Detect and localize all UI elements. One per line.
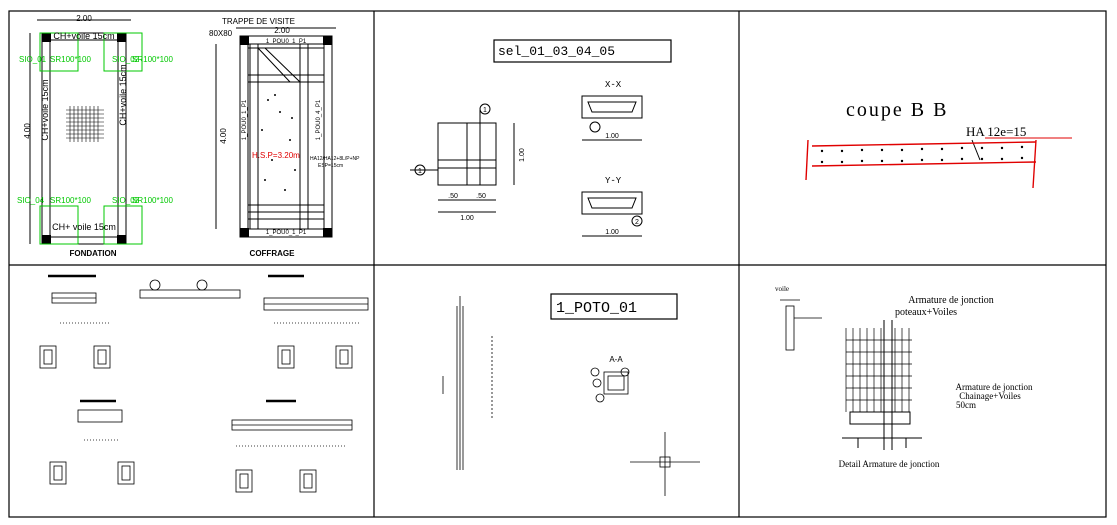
voile-label: voile <box>775 285 789 293</box>
panel-poteau: 1_POTO_01 A-A <box>442 293 700 496</box>
poutre-top: 1_POU0_1_P1 <box>266 39 307 45</box>
fondation-plan <box>29 19 131 245</box>
trappe-size: 80X80 <box>209 29 233 38</box>
section-xx-drawing <box>581 95 643 141</box>
label-fondation: FONDATION <box>70 249 117 258</box>
marker-1: 1 <box>483 107 487 114</box>
dim-top-right: 2.00 <box>274 26 290 35</box>
armature-caption: Detail Armature de jonction <box>839 459 940 469</box>
poteau-section-drawing <box>590 367 630 403</box>
dim-top-left: 2.00 <box>76 14 92 23</box>
note-2: Chainage+Voiles <box>959 391 1021 401</box>
semelle-plan <box>410 103 515 213</box>
coupe-slab <box>811 141 1037 167</box>
dim-half-a: .50 <box>448 193 458 200</box>
coffrage-plan <box>215 27 336 238</box>
coupe-rebar: HA 12e=15 <box>966 124 1026 139</box>
central-mesh <box>66 106 104 142</box>
dim-height: 1.00 <box>519 148 526 162</box>
ha-note-1: HA12/HA12+8L/P+NP <box>310 156 360 162</box>
ch-voile-top: CH+voile 15cm <box>53 31 114 41</box>
poteau-title: 1_POTO_01 <box>556 300 637 317</box>
dim-side-left: 4.00 <box>23 123 32 139</box>
poteau-section: A-A <box>609 355 623 364</box>
voile-detail <box>780 299 822 351</box>
note-3: 50cm <box>956 400 976 410</box>
dim-side-right: 4.00 <box>219 128 228 144</box>
dim-half-b: .50 <box>476 193 486 200</box>
poutre-left: 1_POU0_1_P1 <box>242 99 248 140</box>
hsp-label: H.S.P=3.20m <box>252 151 300 160</box>
sio-bl-sr: SR100*100 <box>50 196 91 205</box>
panel-beam-details <box>39 274 369 493</box>
ch-voile-left: CH+voile 15cm <box>40 79 50 140</box>
jonction-grid <box>845 328 912 412</box>
poutre-bottom: 1_POU0_1_P1 <box>266 230 307 236</box>
armature-title-2: poteaux+Voiles <box>895 307 957 318</box>
sio-bl: SIO_04 <box>17 196 45 205</box>
poteau-elevation <box>442 296 700 496</box>
dim-yy: 1.00 <box>605 229 619 236</box>
coupe-title: coupe B B <box>846 99 948 121</box>
sheet-grid <box>8 10 1107 518</box>
panel-fondation-coffrage: 2.00 CH+voile 15cm CH+ voile 15cm CH+voi… <box>17 14 360 258</box>
sio-squares <box>39 32 143 245</box>
dim-width: 1.00 <box>460 215 474 222</box>
trappe-label: TRAPPE DE VISITE <box>222 17 295 26</box>
sio-br-sr: SR100*100 <box>132 196 173 205</box>
jonction-column <box>842 320 922 450</box>
sio-tl-sr: SR100*100 <box>50 55 91 64</box>
semelle-title: sel_01_03_04_05 <box>498 44 615 59</box>
ha-note-2: ESP=15cm <box>318 163 343 169</box>
section-yy: Y-Y <box>605 176 622 186</box>
marker-2: 1 <box>418 168 422 175</box>
dim-xx: 1.00 <box>605 133 619 140</box>
marker-3: 2 <box>635 219 639 226</box>
sio-tr: SIO_02 <box>112 55 140 64</box>
sio-tr-sr: SR100*100 <box>132 55 173 64</box>
section-xx: X-X <box>605 80 622 90</box>
section-yy-drawing <box>581 191 643 237</box>
note-1: Armature de jonction <box>956 382 1033 392</box>
coupe-rebars <box>820 145 1024 164</box>
coupe-slab-edges <box>805 139 1037 189</box>
armature-title-1: Armature de jonction <box>908 295 994 306</box>
panel-coupe-bb: coupe B B HA 12e=15 <box>805 99 1072 189</box>
panel-semelle: sel_01_03_04_05 1 1 .50 .50 1.00 1.00 X-… <box>410 39 672 237</box>
poutre-right: 1_POU0_4_P1 <box>316 99 322 140</box>
label-coffrage: COFFRAGE <box>250 249 296 258</box>
panel-armature-jonction: voile Armature de jonction poteaux+Voile… <box>775 285 1033 469</box>
sio-tl: SIO_01 <box>19 55 47 64</box>
hatch-dots <box>261 94 296 191</box>
ch-voile-right: CH+voile 15cm <box>118 64 128 125</box>
ch-voile-bottom: CH+ voile 15cm <box>52 222 116 232</box>
sio-br: SIO_03 <box>112 196 140 205</box>
